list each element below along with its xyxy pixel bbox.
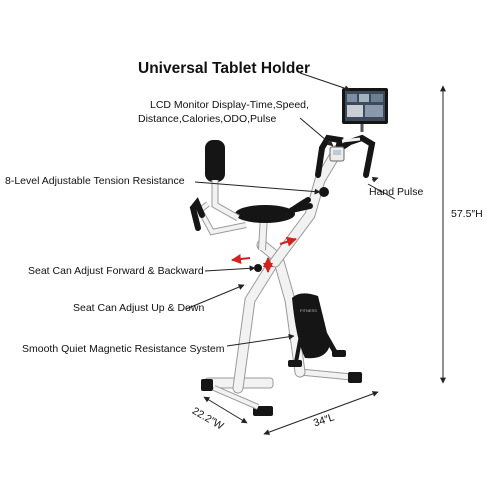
label-magnetic-resistance: Smooth Quiet Magnetic Resistance System (22, 343, 225, 355)
dimension-height: 57.5″H (451, 208, 483, 220)
handlebars (315, 134, 376, 178)
callout-lines (185, 72, 396, 347)
label-seat-forward-backward: Seat Can Adjust Forward & Backward (28, 265, 204, 277)
label-tension: 8-Level Adjustable Tension Resistance (5, 175, 185, 187)
tension-knob (319, 187, 329, 197)
tablet (342, 88, 388, 132)
backrest (205, 140, 240, 222)
seat-side-handles (189, 197, 313, 236)
seat-adjust-arrows (231, 236, 297, 273)
label-tablet-holder: Universal Tablet Holder (138, 60, 310, 77)
dimension-lines (203, 85, 446, 435)
label-lcd-line2: Distance,Calories,ODO,Pulse (138, 113, 277, 125)
label-lcd-line1: LCD Monitor Display-Time,Speed, (150, 99, 309, 111)
seat (235, 205, 295, 223)
lcd-monitor (329, 146, 345, 162)
label-seat-up-down: Seat Can Adjust Up & Down (73, 302, 205, 314)
label-hand-pulse: Hand Pulse (369, 186, 424, 198)
svg-text:FITNESS: FITNESS (300, 308, 317, 313)
flywheel-housing: FITNESS (288, 293, 346, 367)
front-foot (299, 368, 363, 383)
